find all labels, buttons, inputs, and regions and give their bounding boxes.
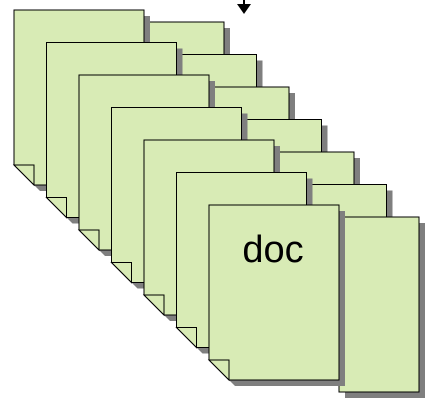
front-page	[208, 204, 340, 381]
top-arrow	[237, 0, 251, 14]
folded-corner	[45, 197, 67, 219]
folded-corner	[110, 262, 132, 284]
folded-corner	[175, 327, 197, 349]
arrow-head-icon	[237, 4, 251, 14]
folded-corner	[77, 229, 100, 252]
folded-corner	[207, 359, 230, 382]
doc-label: doc	[242, 229, 303, 271]
document-stack	[12, 9, 425, 398]
folded-corner	[142, 294, 165, 317]
folded-corner	[12, 164, 35, 187]
document-7	[207, 204, 425, 398]
back-page	[338, 216, 420, 393]
